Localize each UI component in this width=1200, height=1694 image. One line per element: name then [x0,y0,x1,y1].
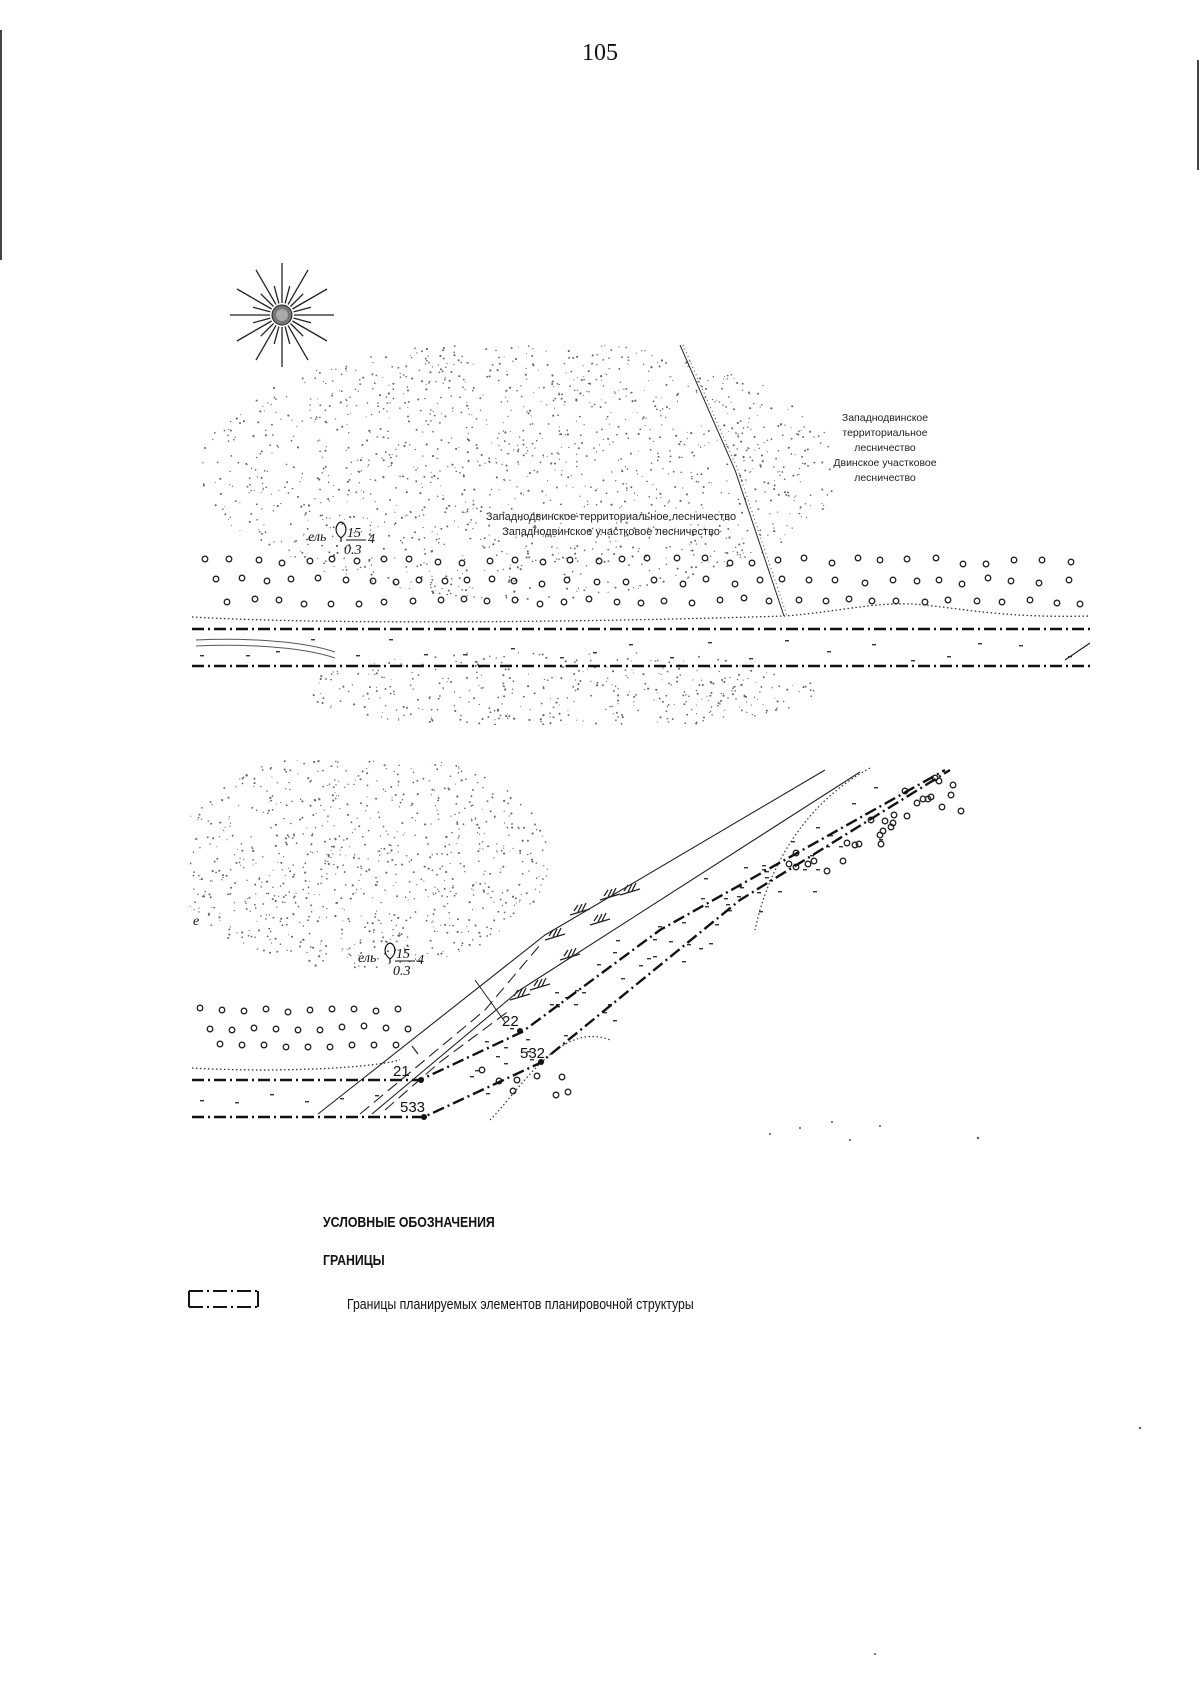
svg-text:15: 15 [396,947,410,962]
svg-text:Западнодвинское участковое лес: Западнодвинское участковое лесничество [502,526,720,538]
planning-boundary-bottom-2 [192,768,951,1119]
scan-edge-right [1197,60,1199,170]
svg-text:0.3: 0.3 [344,543,362,558]
tree-label-top: ель 15 0.3 4 [308,521,375,558]
road-line-3 [371,771,861,1115]
tree-label-bottom: ель 15 0.3 4 [358,942,424,979]
turning-point-533 [421,1114,427,1120]
svg-text:0.3: 0.3 [393,964,411,979]
svg-text:4: 4 [417,953,424,968]
map-top: Западнодвинское территориальное лесничес… [191,345,1090,725]
point-label-21: 21 [393,1063,410,1080]
svg-text:ель: ель [358,951,376,966]
svg-text:ель: ель [308,530,326,545]
scatter-dots [769,1121,1142,1655]
label-forestry-west: Западнодвинское территориальное лесничес… [486,511,736,538]
planning-boundary-bottom-1 [192,768,946,1082]
edge-letter: е [193,914,199,929]
svg-text:лесничество: лесничество [854,442,916,454]
turning-point-532 [538,1059,544,1065]
svg-text:лесничество: лесничество [854,472,916,484]
turning-point-22 [517,1028,523,1034]
svg-text:Западнодвинское территориально: Западнодвинское территориальное лесничес… [486,511,736,523]
track-line-2 [195,644,336,659]
point-label-533: 533 [400,1099,425,1116]
svg-text:Западнодвинское: Западнодвинское [842,412,928,424]
legend-section-borders: ГРАНИЦЫ [323,1252,385,1269]
road-line-4 [384,1009,511,1111]
point-label-532: 532 [520,1045,545,1062]
vegetation-contour-bottom [191,1059,401,1071]
compass-rose-icon [230,263,334,367]
vegetation-contour [191,603,1090,623]
page-number: 105 [582,40,618,66]
vegetation-contour-3 [489,1035,611,1121]
road-line-1 [317,769,826,1115]
svg-text:территориальное: территориальное [842,427,927,439]
map-bottom: 22 21 532 533 е ель 15 0.3 4 [190,760,965,1121]
edge-tick [1064,642,1090,661]
track-line [195,638,336,653]
vegetation-contour-2 [754,767,871,931]
forestry-boundary [679,345,785,617]
scan-edge-left [0,30,2,260]
label-forestry-east: Западнодвинское территориальное лесничес… [833,412,936,484]
legend-title: УСЛОВНЫЕ ОБОЗНАЧЕНИЯ [323,1214,495,1231]
svg-text:4: 4 [368,532,375,547]
svg-text:15: 15 [347,526,361,541]
point-label-22: 22 [502,1013,519,1030]
planning-boundary-symbol-icon [188,1290,259,1308]
svg-text:Двинское участковое: Двинское участковое [833,457,936,469]
legend-item-planning-boundary: Границы планируемых элементов планировоч… [347,1296,694,1313]
forestry-boundary-dots [682,345,788,617]
turning-point-21 [418,1077,424,1083]
